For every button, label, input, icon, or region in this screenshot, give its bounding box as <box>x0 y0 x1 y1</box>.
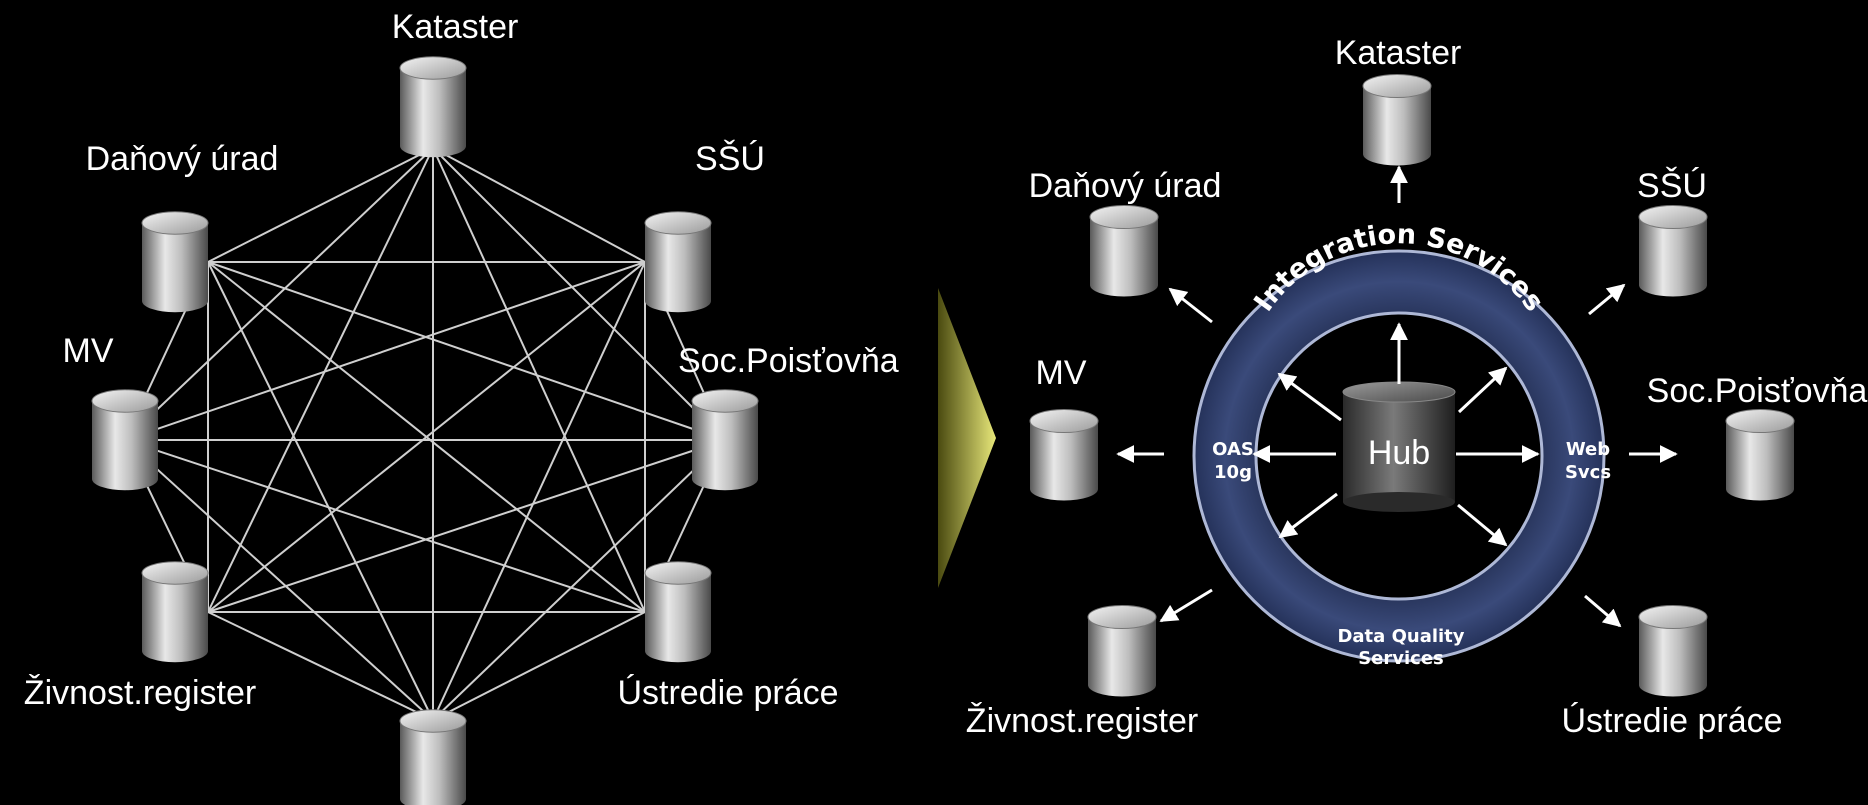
mesh-link-kataster-mv <box>124 147 434 441</box>
left-label-mv: MV <box>63 332 114 370</box>
right-label-danovy-urad: Daňový úrad <box>1029 167 1222 205</box>
transition-arrow <box>938 288 996 588</box>
ring-svcs-label: Svcs <box>1565 462 1611 483</box>
ring-oas-label: OAS <box>1212 439 1254 460</box>
left-db-kataster <box>399 56 467 158</box>
left-db-mv <box>91 389 159 491</box>
left-labels: Kataster SŠÚ Soc.Poisťovňa Ústredie prác… <box>24 8 899 712</box>
ring-web-label: Web <box>1566 439 1610 460</box>
left-db-bottom <box>399 709 467 805</box>
right-db-sso <box>1638 204 1708 297</box>
mesh-link-ustredie-danovy <box>207 261 646 613</box>
right-db-kataster <box>1362 73 1432 166</box>
spoke-arrows <box>1116 165 1678 628</box>
mesh-link-kataster-zivnost <box>207 147 434 613</box>
point-to-point-mesh <box>124 147 726 721</box>
mesh-link-soc-bottom <box>432 439 726 721</box>
mesh-link-soc-zivnost <box>207 439 726 613</box>
left-label-zivnost-register: Živnost.register <box>24 674 256 712</box>
right-db-mv <box>1029 408 1099 501</box>
right-db-ustredie <box>1638 604 1708 697</box>
mesh-link-kataster-danovy <box>207 147 434 263</box>
mesh-link-ustredie-mv <box>124 439 646 613</box>
hub-cylinder: Hub <box>1342 381 1456 512</box>
left-node-group <box>91 56 759 805</box>
right-db-zivnost <box>1087 604 1157 697</box>
left-label-kataster: Kataster <box>392 8 519 46</box>
mesh-link-kataster-ustredie <box>432 147 646 613</box>
hub-label: Hub <box>1368 434 1430 472</box>
left-label-ustredie-prace: Ústredie práce <box>617 674 838 712</box>
right-label-kataster: Kataster <box>1335 34 1462 72</box>
left-db-soc <box>691 389 759 491</box>
right-node-group <box>1029 73 1795 697</box>
right-label-ssu: SŠÚ <box>1637 167 1707 205</box>
mesh-link-kataster-soc <box>432 147 726 441</box>
left-db-sso <box>644 211 712 313</box>
ring-services-label: Services <box>1358 648 1444 669</box>
left-db-danovy <box>141 211 209 313</box>
mesh-link-soc-danovy <box>207 261 726 441</box>
mesh-link-kataster-sso <box>432 147 646 263</box>
left-label-soc-poistovna: Soc.Poisťovňa <box>678 342 899 380</box>
ring-data-quality-label: Data Quality <box>1337 626 1464 647</box>
mesh-link-sso-bottom <box>432 261 646 721</box>
left-label-danovy-urad: Daňový úrad <box>86 140 279 178</box>
right-label-mv: MV <box>1036 354 1087 392</box>
mesh-link-sso-mv <box>124 261 646 441</box>
right-label-zivnost-register: Živnost.register <box>966 702 1198 740</box>
ring-10g-label: 10g <box>1214 462 1252 483</box>
left-label-ssu: SŠÚ <box>695 140 765 178</box>
left-db-zivnost <box>141 561 209 663</box>
left-db-ustredie <box>644 561 712 663</box>
mesh-link-bottom-zivnost <box>207 611 434 721</box>
right-labels: Kataster Daňový úrad SŠÚ MV Soc.Poisťovň… <box>966 34 1868 740</box>
right-label-soc-poistovna: Soc.Poisťovňa <box>1647 372 1868 410</box>
right-db-soc <box>1725 408 1795 501</box>
mesh-link-bottom-danovy <box>207 261 434 721</box>
mesh-link-bottom-mv <box>124 439 434 721</box>
mesh-link-ustredie-bottom <box>432 611 646 721</box>
right-label-ustredie-prace: Ústredie práce <box>1561 702 1782 740</box>
right-db-danovy <box>1089 204 1159 297</box>
